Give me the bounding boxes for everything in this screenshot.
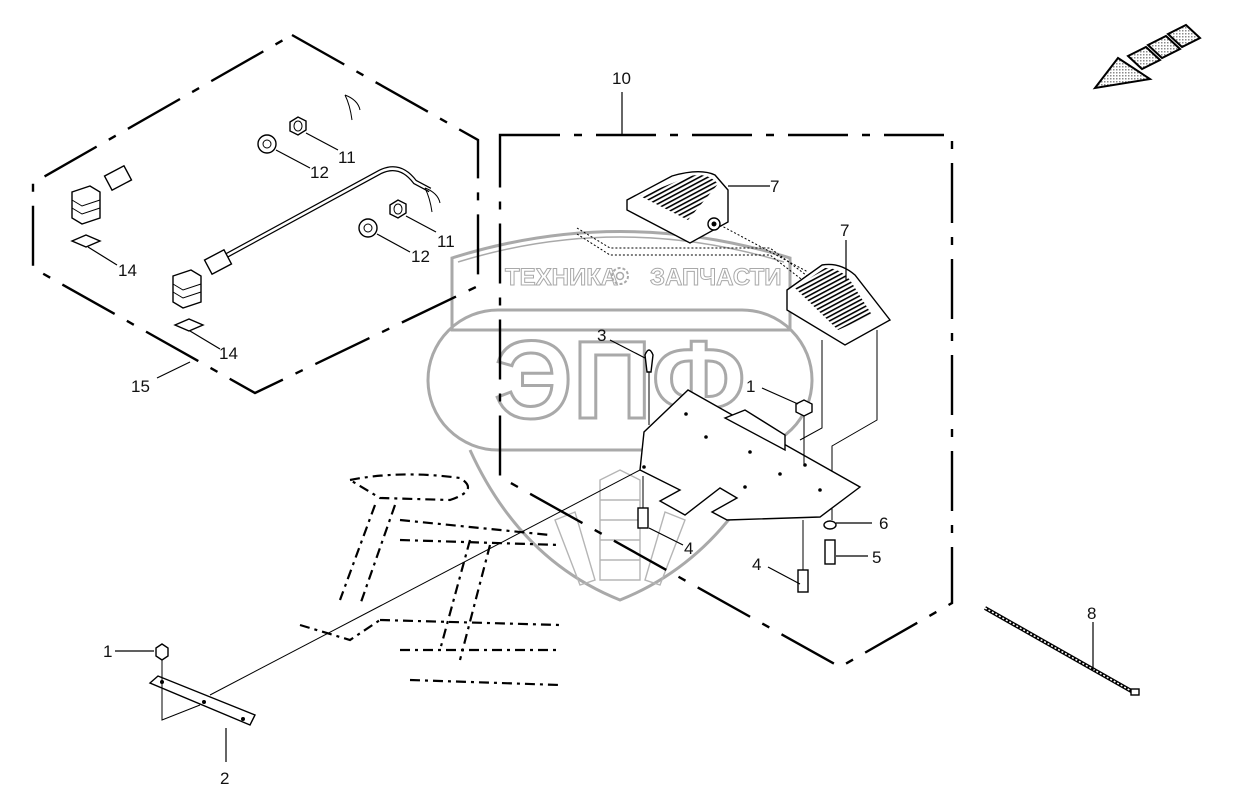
group-15-frame	[31, 33, 480, 395]
screw-icon	[644, 349, 654, 373]
callout-4: 4	[752, 555, 761, 574]
travel-direction-arrow-icon	[1092, 23, 1202, 90]
gear-icon	[611, 267, 629, 285]
cable-tie	[984, 606, 1140, 696]
tractor-frame-ghost	[299, 473, 561, 687]
callout-14: 14	[118, 261, 137, 280]
callout-1: 1	[746, 377, 755, 396]
bolt-icon	[824, 539, 836, 565]
hex-nut-icon	[289, 116, 307, 136]
cable-lower	[172, 166, 441, 309]
cable-harness-group	[31, 33, 480, 395]
bolt-icon	[637, 507, 649, 529]
gasket-icon	[70, 234, 102, 248]
wheat-icon	[554, 469, 686, 586]
callout-12: 12	[411, 247, 430, 266]
callout-7: 7	[770, 177, 779, 196]
work-lamp	[626, 171, 729, 244]
gasket-icon	[173, 318, 205, 332]
lamp-assembly-group	[498, 92, 954, 669]
callout-12: 12	[310, 163, 329, 182]
bolt-icon	[797, 569, 809, 593]
hex-nut-icon	[389, 199, 407, 219]
work-lamp	[786, 263, 892, 346]
callout-15: 15	[131, 377, 150, 396]
cable-gland-icon	[257, 134, 277, 154]
flat-bracket	[148, 675, 256, 726]
watermark: ТЕХНИКА ЗАПЧАСТИ ЭПФ	[426, 230, 814, 602]
callout-4: 4	[684, 539, 693, 558]
watermark-monogram-plate	[426, 308, 814, 452]
watermark-right-word: ЗАПЧАСТИ	[650, 264, 782, 291]
callout-10: 10	[612, 69, 631, 88]
callout-2: 2	[220, 769, 229, 788]
group-10-frame	[498, 133, 954, 669]
mounting-plate	[639, 389, 862, 521]
callout-1: 1	[103, 642, 112, 661]
cable-gland-icon	[358, 218, 378, 238]
washer-icon	[823, 520, 837, 530]
nut-icon	[155, 643, 169, 661]
callout-7: 7	[840, 221, 849, 240]
callout-8: 8	[1087, 604, 1096, 623]
callout-11: 11	[338, 148, 356, 167]
callout-6: 6	[879, 514, 888, 533]
callout-11: 11	[437, 232, 455, 251]
callout-5: 5	[872, 548, 881, 567]
watermark-left-word: ТЕХНИКА	[505, 264, 618, 291]
watermark-banner	[450, 230, 792, 332]
cable-upper	[71, 75, 361, 225]
callout-3: 3	[597, 326, 606, 345]
callout-labels: 1 1 2 3 4 4 5 6 7 7 8 10 11 11 12 12 14 …	[103, 69, 1096, 788]
nut-icon	[795, 399, 813, 417]
callout-14: 14	[219, 344, 238, 363]
